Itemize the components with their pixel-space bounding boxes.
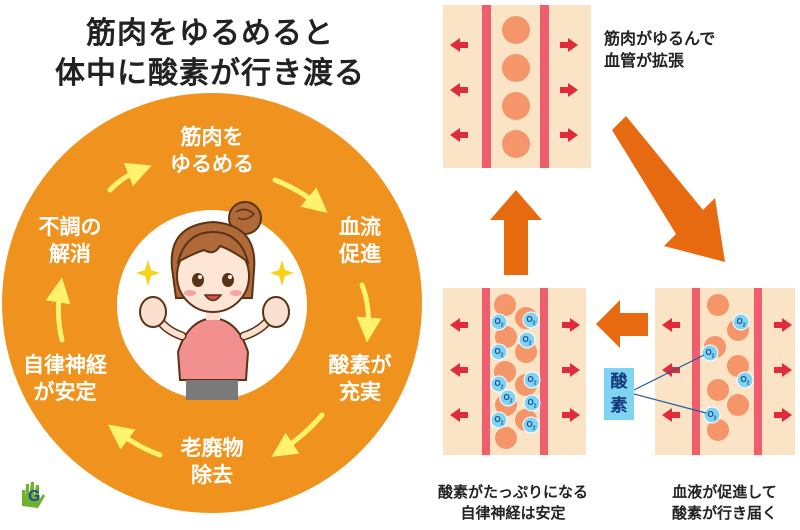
o2-marker: O2 (494, 347, 504, 359)
o2-marker: O2 (494, 317, 504, 329)
cycle-step-2-line-2: 促進 (339, 242, 381, 266)
oxygen-label-line-1: 酸 (610, 372, 628, 392)
vessel-top-caption-line-2: 血管が拡張 (604, 51, 685, 70)
cycle-arrow-5 (45, 277, 71, 343)
girl-illustration (136, 201, 294, 400)
oxygen-pointer-lines (633, 354, 707, 414)
cycle-step-3-line-1: 酸素が (328, 353, 392, 377)
cycle-step-6: 不調の 解消 (25, 214, 115, 268)
o2-marker: O2 (736, 317, 746, 329)
vessel-panel-bottom-left (443, 288, 586, 455)
cycle-arrow-1 (272, 177, 328, 214)
vessel-bottom-right-caption: 血液が促進して 酸素が行き届く (652, 482, 797, 524)
vessel-bottom-left-caption: 酸素がたっぷりになる 自律神経は安定 (418, 482, 608, 524)
title-line-1: 筋肉をゆるめると (86, 16, 334, 51)
cycle-step-2: 血流 促進 (320, 214, 400, 268)
cycle-step-4: 老廃物 除去 (167, 435, 257, 489)
cycle-arrow-3 (271, 412, 325, 457)
cycle-step-1-line-2: ゆるめる (170, 152, 254, 176)
vessel-bottom-left-caption-line-1: 酸素がたっぷりになる (437, 483, 588, 501)
vessel-top-caption: 筋肉がゆるんで 血管が拡張 (604, 28, 715, 72)
o2-marker: O2 (526, 420, 536, 432)
cycle-step-1: 筋肉を ゆるめる (167, 124, 257, 178)
oxygen-label: 酸 素 (604, 368, 634, 420)
vessel-panel-top (443, 5, 591, 168)
cycle-step-5: 自律神経 が安定 (10, 352, 120, 406)
vessel-top-caption-line-1: 筋肉がゆるんで (604, 29, 716, 48)
o2-marker: O2 (503, 393, 513, 405)
flow-arrow-diagonal (612, 116, 725, 262)
oxygen-label-line-2: 素 (610, 396, 628, 416)
cycle-step-3: 酸素が 充実 (315, 352, 405, 406)
cycle-arrow-2 (356, 282, 382, 343)
o2-marker: O2 (526, 315, 536, 327)
vessel-panel-bottom-right (655, 288, 795, 455)
o2-marker: O2 (527, 398, 537, 410)
vessel-bottom-left-caption-line-2: 自律神経は安定 (460, 504, 566, 522)
cycle-step-5-line-2: が安定 (33, 380, 97, 404)
logo: G (16, 478, 50, 512)
cycle-step-4-line-1: 老廃物 (180, 436, 244, 460)
o2-marker: O2 (707, 410, 717, 422)
hand-logo-icon (22, 482, 45, 508)
cycle-step-4-line-2: 除去 (191, 463, 233, 487)
o2-marker: O2 (494, 415, 504, 427)
cycle-step-3-line-2: 充実 (339, 380, 381, 404)
cycle-step-5-line-1: 自律神経 (23, 353, 107, 377)
o2-marker: O2 (522, 335, 532, 347)
o2-marker: O2 (740, 375, 750, 387)
cycle-step-1-line-1: 筋肉を (180, 125, 244, 149)
o2-marker: O2 (494, 379, 504, 391)
cycle-step-6-line-2: 解消 (49, 242, 91, 266)
vessel-bottom-right-caption-line-2: 酸素が行き届く (671, 504, 777, 522)
cycle-arrow-4 (107, 424, 163, 458)
cycle-step-6-line-1: 不調の (38, 215, 102, 239)
cycle-arrow-6 (107, 162, 152, 193)
flow-arrow-up (490, 190, 542, 275)
o2-marker: O2 (527, 375, 537, 387)
o2-marker: O2 (705, 348, 715, 360)
cycle-arrows (45, 162, 382, 458)
title-line-2: 体中に酸素が行き渡る (55, 56, 365, 91)
logo-letter: G (28, 488, 41, 505)
vessel-bottom-right-caption-line-1: 血液が促進して (672, 483, 777, 501)
flow-arrows (490, 116, 725, 348)
cycle-step-2-line-1: 血流 (339, 215, 381, 239)
flow-arrow-left (596, 300, 648, 348)
